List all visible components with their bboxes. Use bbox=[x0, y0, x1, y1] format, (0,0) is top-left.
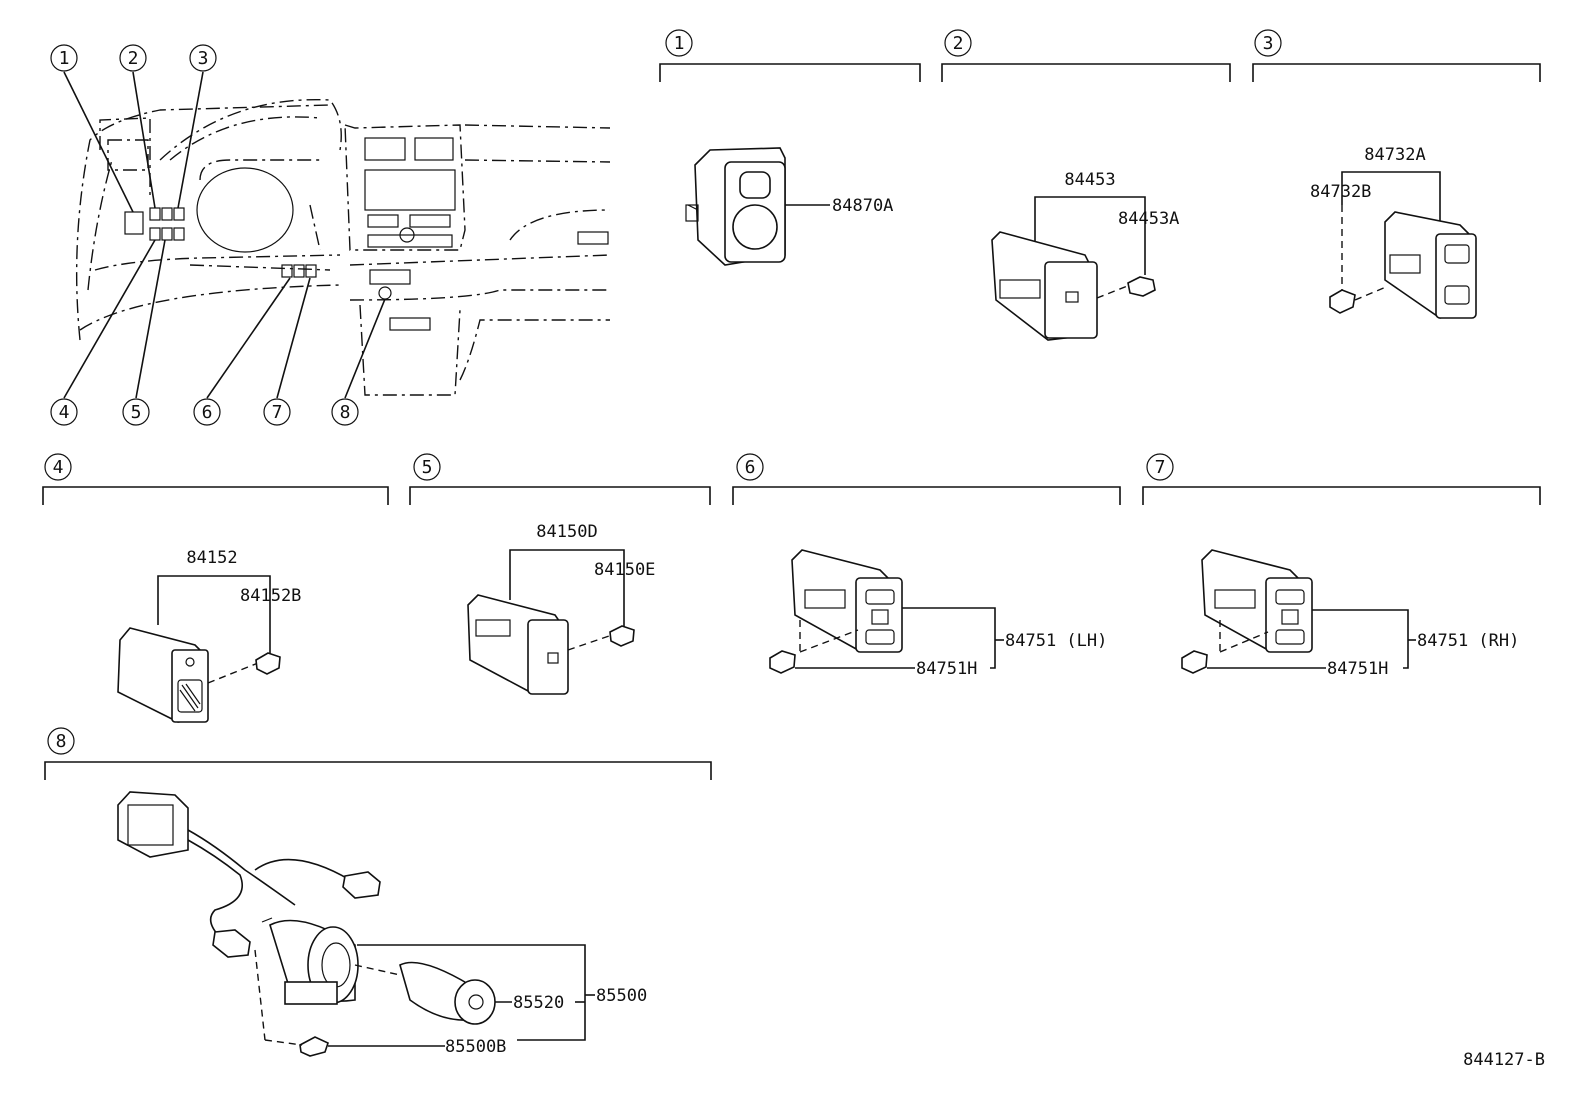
switch-84751-rh bbox=[1201, 549, 1313, 653]
callout-8: 8 bbox=[331, 398, 359, 426]
switch-84150D bbox=[467, 594, 569, 695]
svg-text:7: 7 bbox=[1155, 457, 1166, 478]
part-84152: 84152 bbox=[186, 548, 237, 568]
svg-text:5: 5 bbox=[422, 457, 433, 478]
part-85500: 85500 bbox=[596, 986, 647, 1006]
switch-84751-lh bbox=[791, 549, 903, 653]
part-84751H-rh: 84751H bbox=[1327, 659, 1388, 679]
part-85500B: 85500B bbox=[445, 1037, 506, 1057]
section-5: 5 84150D 84150E bbox=[409, 453, 711, 695]
callout-1: 1 bbox=[50, 44, 78, 72]
switch-84453 bbox=[991, 231, 1098, 341]
switch-84732A bbox=[1384, 211, 1477, 319]
part-84453: 84453 bbox=[1064, 170, 1115, 190]
svg-text:6: 6 bbox=[202, 402, 213, 423]
svg-text:5: 5 bbox=[131, 402, 142, 423]
mirror-switch bbox=[685, 147, 786, 266]
callout-5: 5 bbox=[122, 398, 150, 426]
part-84152B: 84152B bbox=[240, 586, 301, 606]
callout-3: 3 bbox=[189, 44, 217, 72]
dashboard-overview: 1 2 3 4 5 6 7 8 bbox=[50, 44, 611, 426]
svg-text:1: 1 bbox=[674, 33, 685, 54]
section-3-callout: 3 bbox=[1254, 29, 1282, 57]
svg-text:1: 1 bbox=[59, 48, 70, 69]
svg-text:4: 4 bbox=[53, 457, 64, 478]
section-4: 4 84152 84152B bbox=[42, 453, 389, 723]
section-2: 2 84453 84453A bbox=[941, 29, 1231, 341]
section-6: 6 84751 (LH) 84751H bbox=[732, 453, 1121, 679]
section-5-callout: 5 bbox=[413, 453, 441, 481]
part-84453A: 84453A bbox=[1118, 209, 1179, 229]
section-7: 7 84751 (RH) 84751H bbox=[1142, 453, 1541, 679]
callout-2: 2 bbox=[119, 44, 147, 72]
section-7-callout: 7 bbox=[1146, 453, 1174, 481]
section-1-callout: 1 bbox=[665, 29, 693, 57]
part-84150D: 84150D bbox=[536, 522, 597, 542]
part-84751-rh: 84751 (RH) bbox=[1417, 631, 1519, 651]
part-84732A: 84732A bbox=[1364, 145, 1425, 165]
figure-code: 844127-B bbox=[1463, 1050, 1545, 1070]
switch-84152 bbox=[117, 627, 209, 723]
callout-6: 6 bbox=[193, 398, 221, 426]
section-1: 1 84870A bbox=[659, 29, 921, 266]
svg-text:6: 6 bbox=[745, 457, 756, 478]
part-85520: 85520 bbox=[513, 993, 564, 1013]
part-84150E: 84150E bbox=[594, 560, 655, 580]
svg-text:8: 8 bbox=[56, 731, 67, 752]
part-84751-lh: 84751 (LH) bbox=[1005, 631, 1107, 651]
svg-text:3: 3 bbox=[1263, 33, 1274, 54]
cigarette-lighter-assembly bbox=[117, 791, 496, 1057]
svg-text:2: 2 bbox=[953, 33, 964, 54]
svg-text:2: 2 bbox=[128, 48, 139, 69]
section-3: 3 84732A 84732B bbox=[1252, 29, 1541, 319]
callout-4: 4 bbox=[50, 398, 78, 426]
svg-text:7: 7 bbox=[272, 402, 283, 423]
svg-text:8: 8 bbox=[340, 402, 351, 423]
part-84751H-lh: 84751H bbox=[916, 659, 977, 679]
part-84732B: 84732B bbox=[1310, 182, 1371, 202]
part-84870A: 84870A bbox=[832, 196, 893, 216]
section-6-callout: 6 bbox=[736, 453, 764, 481]
section-8-callout: 8 bbox=[47, 727, 75, 755]
svg-text:3: 3 bbox=[198, 48, 209, 69]
callout-7: 7 bbox=[263, 398, 291, 426]
section-4-callout: 4 bbox=[44, 453, 72, 481]
section-2-callout: 2 bbox=[944, 29, 972, 57]
svg-text:4: 4 bbox=[59, 402, 70, 423]
section-8: 8 bbox=[44, 727, 712, 1057]
